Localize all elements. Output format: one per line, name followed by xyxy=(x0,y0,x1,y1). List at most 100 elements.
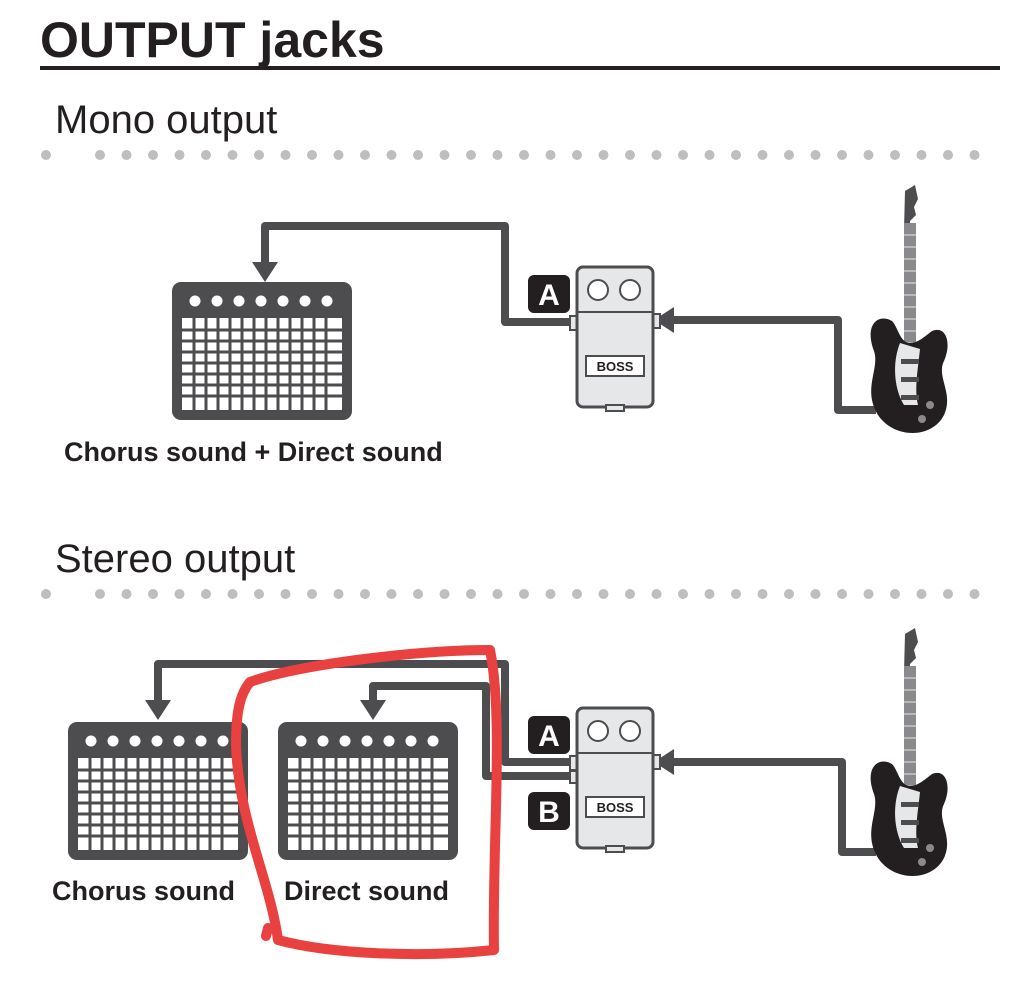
separator-dot xyxy=(810,150,821,160)
separator-dot xyxy=(625,150,635,160)
separator-dot xyxy=(916,589,927,599)
separator-dot xyxy=(863,589,874,599)
separator-dot xyxy=(227,150,238,160)
separator-dot xyxy=(466,589,476,599)
pedal-brand-label: BOSS xyxy=(597,359,634,374)
jack-a-letter: A xyxy=(538,279,560,312)
pedal-brand-label: BOSS xyxy=(597,800,634,815)
separator-dot xyxy=(810,589,821,599)
separator-dot xyxy=(227,589,238,599)
mono-amp-caption: Chorus sound + Direct sound xyxy=(64,437,443,467)
separator-dot xyxy=(784,150,794,160)
mono-heading: Mono output xyxy=(55,98,277,142)
separator-dot xyxy=(174,150,185,160)
separator-dot xyxy=(545,150,556,160)
cable-jack-a-to-chorus-amp xyxy=(154,660,576,766)
jack-a-letter: A xyxy=(538,720,560,753)
separator-dot xyxy=(95,150,105,160)
dotted-separator xyxy=(41,589,980,599)
separator-dot xyxy=(969,589,980,599)
separator-dot xyxy=(704,150,715,160)
separator-dot xyxy=(837,150,847,160)
separator-dot xyxy=(280,589,291,599)
highlight-annotation xyxy=(231,645,502,960)
separator-dot xyxy=(863,150,874,160)
stereo-heading: Stereo output xyxy=(55,537,295,581)
separator-dot xyxy=(969,150,980,160)
separator-dot xyxy=(254,150,264,160)
separator-dot xyxy=(413,589,423,599)
separator-dot xyxy=(492,150,503,160)
separator-dot xyxy=(572,589,582,599)
amplifier-icon xyxy=(276,720,460,862)
separator-dot xyxy=(757,589,768,599)
jack-b-letter: B xyxy=(538,796,560,829)
cable-pedal-to-amp xyxy=(261,222,576,326)
dotted-separator xyxy=(41,150,980,160)
separator-dot xyxy=(731,589,741,599)
arrowhead-down xyxy=(252,262,278,282)
separator-dot xyxy=(651,589,662,599)
separator-dot xyxy=(386,150,397,160)
separator-dot xyxy=(837,589,847,599)
separator-dot xyxy=(757,150,768,160)
separator-dot xyxy=(545,589,556,599)
separator-dot xyxy=(121,589,132,599)
separator-dot xyxy=(121,150,132,160)
separator-dot xyxy=(890,589,900,599)
separator-dot xyxy=(890,150,900,160)
separator-dot xyxy=(678,589,688,599)
arrowhead-down xyxy=(145,700,171,720)
separator-dot xyxy=(413,150,423,160)
amplifier-icon xyxy=(170,280,354,422)
electric-guitar-icon xyxy=(870,184,949,434)
cable-guitar-to-pedal xyxy=(672,758,876,856)
jack-a-badge: A xyxy=(528,275,570,313)
cable-jack-b-to-direct-amp xyxy=(369,682,576,780)
separator-dot xyxy=(651,150,662,160)
jack-a-badge: A xyxy=(528,716,570,754)
separator-dot xyxy=(360,589,370,599)
arrowhead-left xyxy=(654,307,674,333)
separator-dot xyxy=(333,150,344,160)
separator-dot xyxy=(492,589,503,599)
separator-dot xyxy=(174,589,185,599)
separator-dot xyxy=(598,150,609,160)
separator-dot xyxy=(572,150,582,160)
separator-dot xyxy=(598,589,609,599)
amplifier-icon xyxy=(66,720,250,862)
separator-dot xyxy=(439,150,450,160)
separator-dot xyxy=(333,589,344,599)
effects-pedal-icon: BOSS xyxy=(569,706,661,853)
separator-dot xyxy=(201,150,211,160)
separator-dot xyxy=(678,150,688,160)
separator-dot xyxy=(519,589,529,599)
page-title: OUTPUT jacks xyxy=(40,12,385,68)
separator-dot xyxy=(148,589,158,599)
separator-dot xyxy=(466,150,476,160)
mono-section: Mono output BOSS A Chorus sou xyxy=(41,98,980,467)
separator-dot xyxy=(148,150,158,160)
separator-dot xyxy=(307,150,317,160)
effects-pedal-icon: BOSS xyxy=(569,265,661,412)
separator-dot xyxy=(360,150,370,160)
electric-guitar-icon xyxy=(870,627,949,877)
separator-dot xyxy=(731,150,741,160)
separator-dot xyxy=(386,589,397,599)
separator-dot xyxy=(916,150,927,160)
stereo-chorus-amp-caption: Chorus sound xyxy=(52,876,235,906)
separator-dot xyxy=(784,589,794,599)
separator-dot xyxy=(625,589,635,599)
separator-dot xyxy=(307,589,317,599)
separator-dot xyxy=(95,589,105,599)
cable-guitar-to-pedal xyxy=(672,316,876,414)
arrowhead-left xyxy=(654,749,674,775)
separator-dot xyxy=(519,150,529,160)
separator-dot xyxy=(280,150,291,160)
separator-dot xyxy=(201,589,211,599)
arrowhead-down xyxy=(360,700,386,720)
separator-dot xyxy=(704,589,715,599)
separator-dot xyxy=(439,589,450,599)
separator-dot xyxy=(254,589,264,599)
